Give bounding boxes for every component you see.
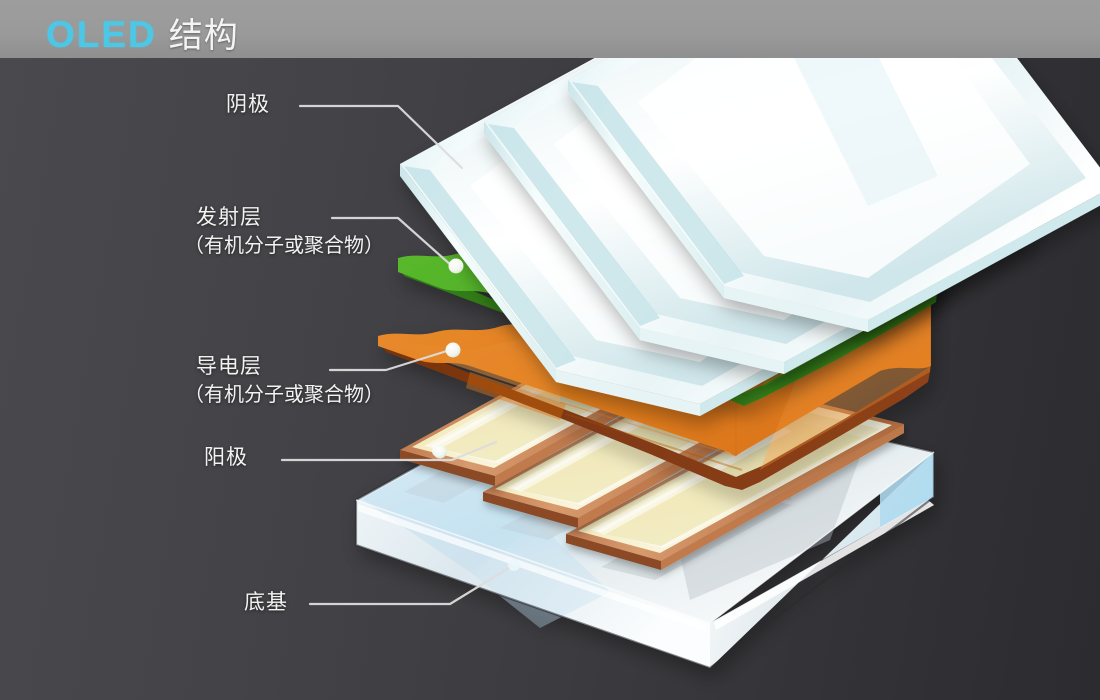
- label-substrate-text: 底基: [244, 591, 288, 614]
- label-anode-text: 阳极: [204, 446, 248, 469]
- title-text-cn: 结构: [168, 17, 239, 55]
- label-cathode-text: 阴极: [226, 93, 270, 116]
- label-conductive: 导电层 （有机分子或聚合物）: [184, 352, 384, 410]
- header-band: [0, 0, 1100, 58]
- brand-text: OLED: [46, 14, 157, 55]
- label-emissive-text: 发射层: [196, 206, 262, 229]
- leader-lines: [280, 104, 514, 606]
- label-substrate: 底基: [244, 588, 288, 617]
- label-conductive-text: 导电层: [196, 355, 262, 378]
- leader-line-emissive: [330, 216, 454, 268]
- label-cathode: 阴极: [226, 90, 270, 119]
- layer-cathode: [400, 0, 1100, 416]
- leader-dots: [433, 258, 520, 571]
- leader-line-anode: [280, 440, 498, 462]
- page-title: OLED 结构: [46, 8, 239, 57]
- label-conductive-subtext: （有机分子或聚合物）: [184, 384, 384, 406]
- leader-line-substrate: [308, 564, 514, 606]
- label-anode: 阳极: [204, 443, 248, 472]
- label-emissive-subtext: （有机分子或聚合物）: [184, 235, 384, 257]
- label-emissive: 发射层 （有机分子或聚合物）: [184, 203, 384, 261]
- leader-line-cathode: [298, 104, 464, 170]
- leader-line-conductive: [328, 348, 452, 372]
